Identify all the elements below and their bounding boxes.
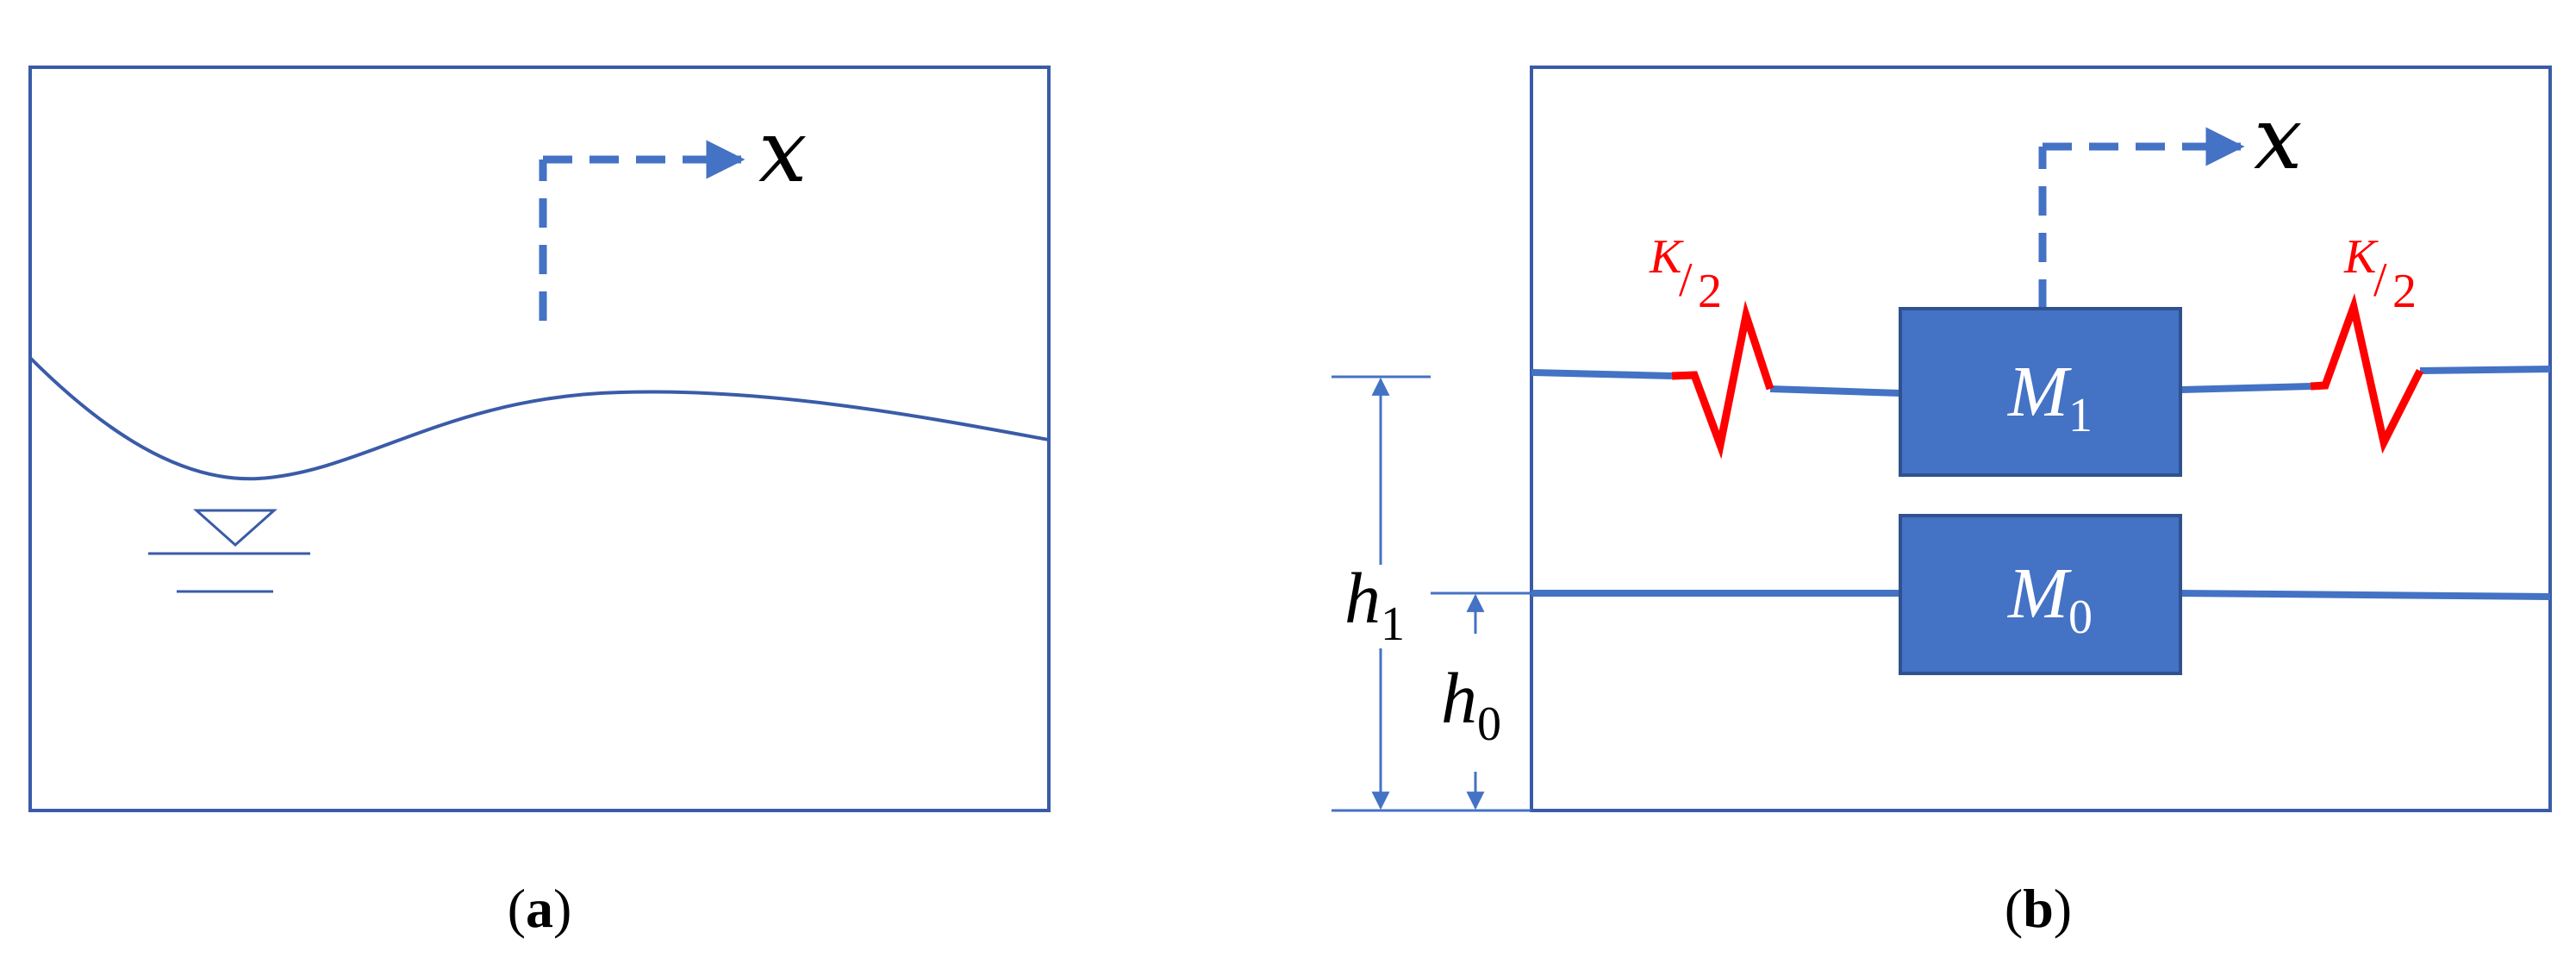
height-bottom-label: h0 xyxy=(1441,659,1501,751)
panel-b: x K / 2 K / 2 M1 M xyxy=(1332,66,2552,812)
spring-right-label: K / 2 xyxy=(2343,230,2417,318)
upper-connection-line xyxy=(1531,366,2551,397)
spring-left-icon xyxy=(1671,300,1775,460)
panel-b-frame xyxy=(1530,66,2552,812)
svg-text:2: 2 xyxy=(2392,265,2417,318)
mass-bottom-block xyxy=(1899,514,2182,675)
svg-text:K: K xyxy=(2343,230,2379,284)
mass-top-block xyxy=(1899,307,2182,477)
mass-top-label: M1 xyxy=(2007,352,2093,442)
panel-a-caption: (a) xyxy=(508,878,572,939)
height-bottom-dimension xyxy=(1431,591,1531,810)
mass-bottom-label: M0 xyxy=(2007,554,2093,644)
spring-right-icon xyxy=(2310,292,2424,454)
spring-left-label: K / 2 xyxy=(1649,230,1722,318)
svg-text:/: / xyxy=(1679,253,1693,307)
panel-b-caption: (b) xyxy=(2005,878,2072,939)
height-top-label: h1 xyxy=(1344,559,1405,651)
panel-b-axis-label: x xyxy=(2254,88,2302,189)
free-surface-wave xyxy=(28,356,1050,481)
panel-a: x xyxy=(28,66,1051,812)
svg-text:K: K xyxy=(1649,230,1684,284)
water-level-icon xyxy=(148,509,310,593)
svg-text:/: / xyxy=(2373,253,2387,307)
panel-a-direction-arrow xyxy=(539,140,745,321)
height-top-dimension xyxy=(1332,375,1531,812)
lower-connection-line xyxy=(1531,590,2551,600)
panel-a-axis-label: x xyxy=(758,101,807,202)
panel-b-direction-arrow xyxy=(2038,127,2245,309)
svg-text:2: 2 xyxy=(1698,265,1722,318)
